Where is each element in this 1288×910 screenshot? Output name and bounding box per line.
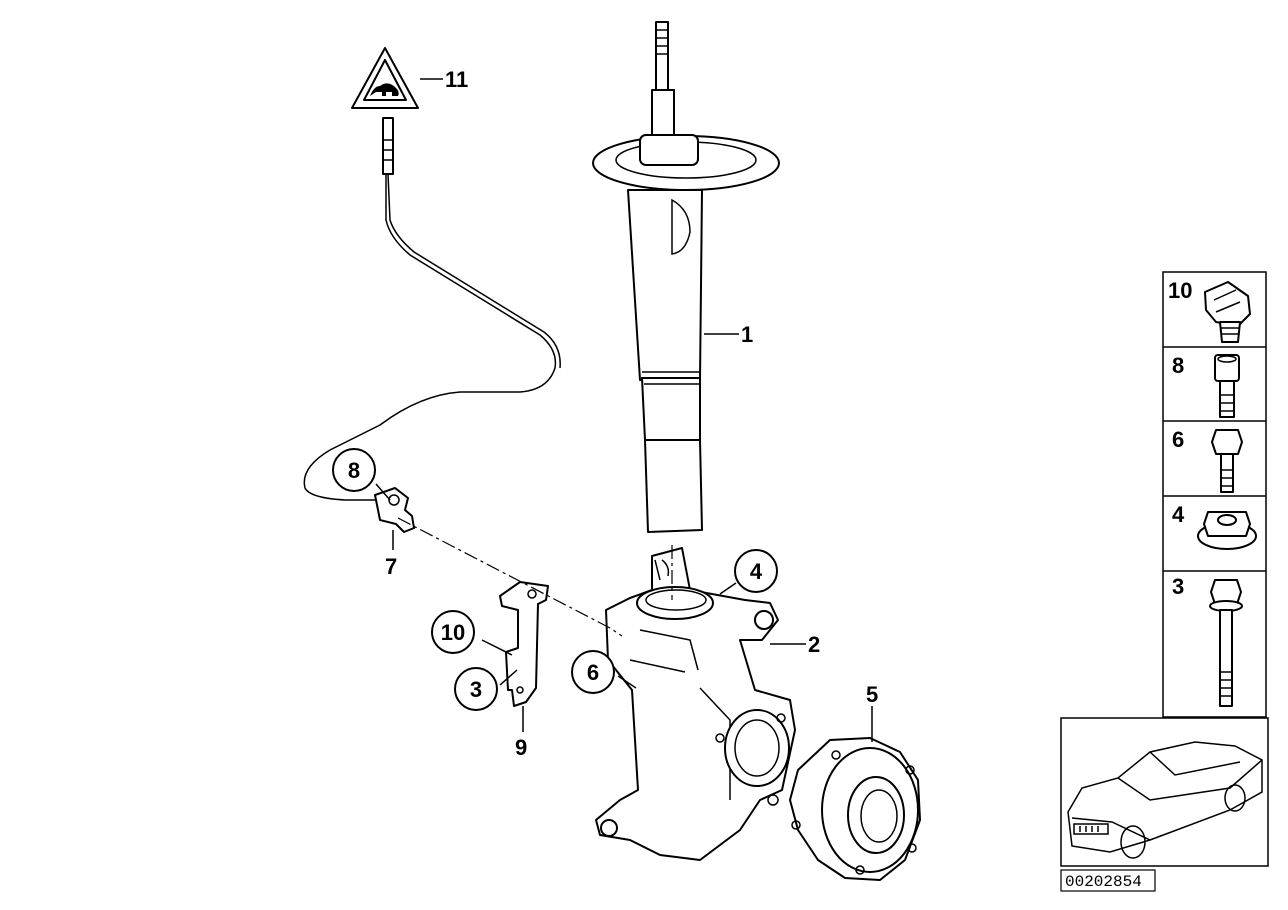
wheel-hub — [789, 737, 921, 881]
callout-7: 7 — [385, 554, 397, 579]
hex-bolt-icon — [1211, 429, 1243, 493]
diagram-number-box — [1060, 869, 1156, 892]
callout-3: 3 — [470, 677, 482, 702]
leader-lines — [375, 78, 873, 742]
callout-10: 10 — [441, 620, 465, 645]
callout-6-circle — [571, 650, 615, 694]
legend-label-4: 4 — [1172, 502, 1185, 527]
callout-6: 6 — [587, 660, 599, 685]
legend-label-3: 3 — [1172, 574, 1184, 599]
callout-11: 11 — [445, 67, 468, 92]
callout-5: 5 — [866, 682, 878, 707]
warning-triangle-label — [351, 47, 419, 109]
callout-2: 2 — [808, 632, 820, 657]
callout-8: 8 — [348, 458, 360, 483]
car-outline-icon — [1067, 741, 1263, 859]
wheel-carrier — [595, 547, 796, 861]
bracket — [499, 581, 549, 707]
clip-nut-icon — [1204, 281, 1251, 343]
car-locator-thumbnail — [1060, 717, 1269, 867]
flange-nut-icon — [1197, 511, 1257, 550]
callout-9: 9 — [515, 735, 527, 760]
socket-head-bolt-icon — [1214, 354, 1240, 418]
callout-4-circle — [734, 549, 778, 593]
flange-bolt-icon — [1209, 579, 1243, 707]
callout-4: 4 — [750, 559, 763, 584]
callout-8-circle — [332, 448, 376, 492]
diagram-number: 00202854 — [1065, 873, 1142, 891]
callout-3-circle — [454, 667, 498, 711]
hardware-legend: 10 8 6 4 3 — [1162, 271, 1267, 718]
callout-1: 1 — [741, 322, 753, 347]
shock-absorber — [592, 21, 780, 533]
legend-label-10: 10 — [1168, 278, 1192, 303]
callout-10-circle — [431, 610, 475, 654]
legend-label-6: 6 — [1172, 427, 1184, 452]
legend-label-8: 8 — [1172, 353, 1184, 378]
